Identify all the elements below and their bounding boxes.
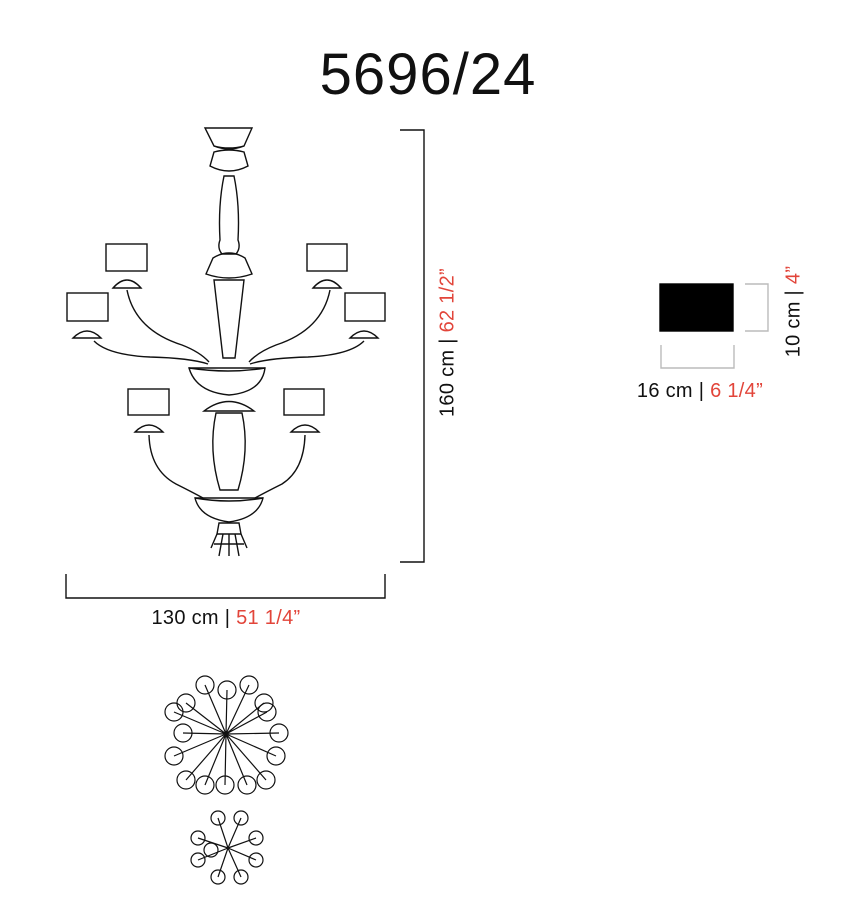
width-dimension-line [65, 574, 386, 599]
chandelier-elevation [66, 127, 386, 557]
width-label: 130 cm | 51 1/4” [151, 607, 301, 629]
shade-height-label: 10 cm | 4” [782, 265, 805, 358]
plan-view-lower-tier [190, 810, 264, 885]
shade-group-upper-right-inner [306, 243, 348, 289]
shade-group-lower-right [283, 388, 325, 433]
shade-detail [659, 283, 769, 369]
shade-width-label: 16 cm | 6 1/4” [636, 380, 764, 402]
shade-group-upper-left-outer [66, 292, 109, 339]
plan-view-upper-tier [164, 675, 289, 795]
shade-group-upper-left-inner [105, 243, 148, 289]
height-label: 160 cm | 62 1/2” [436, 268, 459, 417]
height-dimension-line [400, 129, 425, 563]
model-title: 5696/24 [319, 42, 537, 107]
shade-group-lower-left [127, 388, 170, 433]
shade-group-upper-right-outer [344, 292, 386, 339]
